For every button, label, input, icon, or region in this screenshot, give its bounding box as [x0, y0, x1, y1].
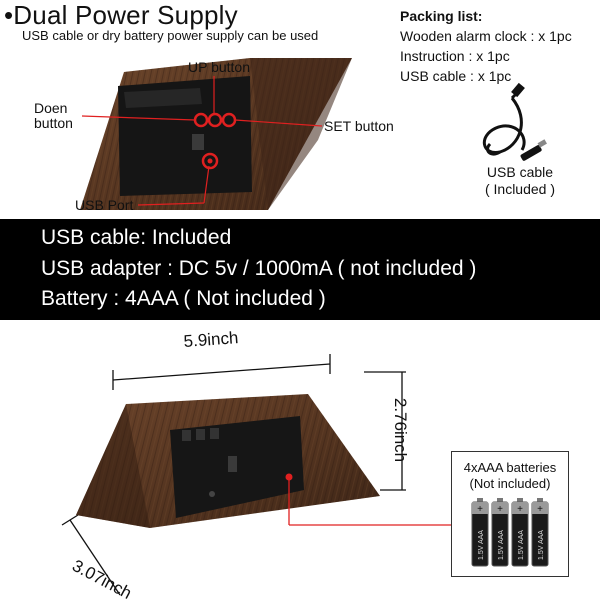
down-button-label: Doen button: [34, 100, 73, 131]
aaa-battery-cell: +1.5V AAA: [531, 498, 549, 567]
info-banner: USB cable: Included USB adapter : DC 5v …: [0, 219, 600, 320]
up-button-marker: [207, 112, 223, 128]
aaa-battery-cell: +1.5V AAA: [491, 498, 509, 567]
height-dimension-label: 2.76inch: [391, 397, 410, 463]
depth-dimension-line: [61, 514, 121, 596]
banner-line: Battery : 4AAA ( Not included ): [41, 287, 326, 310]
aaa-battery-cell: +1.5V AAA: [511, 498, 529, 567]
usb-port-marker: [201, 152, 219, 170]
aaa-battery-label: 1.5V AAA: [478, 530, 485, 560]
aaa-battery-label: 1.5V AAA: [498, 530, 505, 560]
set-button-label: SET button: [324, 118, 394, 134]
aaa-batteries-icon: +1.5V AAA+1.5V AAA+1.5V AAA+1.5V AAA: [471, 498, 549, 567]
height-dimension-line: [364, 371, 406, 491]
page-subtitle: USB cable or dry battery power supply ca…: [22, 28, 319, 43]
banner-line: USB cable: Included: [41, 226, 232, 249]
usb-cable-label: USB cable ( Included ): [484, 164, 556, 197]
aaa-battery-label: 1.5V AAA: [538, 530, 545, 560]
svg-text:+: +: [517, 504, 523, 515]
battery-title: 4xAAA batteries (Not included): [463, 460, 557, 491]
usb-port-label: USB Port: [75, 197, 134, 213]
clock-back-illustration: [80, 58, 547, 210]
aaa-battery-cell: +1.5V AAA: [471, 498, 489, 567]
width-dimension-label: 5.9inch: [183, 328, 240, 351]
packing-item: Instruction : x 1pc: [400, 48, 510, 64]
clock-dimension-illustration: [61, 354, 451, 596]
banner-line: USB adapter : DC 5v / 1000mA ( not inclu…: [41, 257, 477, 280]
packing-item: USB cable : x 1pc: [400, 68, 512, 84]
page-title: •Dual Power Supply: [4, 0, 238, 30]
svg-text:+: +: [477, 504, 483, 515]
packing-item: Wooden alarm clock : x 1pc: [400, 28, 572, 44]
battery-slot: [192, 134, 204, 150]
aaa-battery-label: 1.5V AAA: [518, 530, 525, 560]
width-dimension-line: [112, 354, 331, 390]
usb-cable-icon: [483, 90, 526, 156]
svg-text:+: +: [537, 504, 543, 515]
packing-list-heading: Packing list:: [400, 8, 483, 24]
packing-list: Packing list: Wooden alarm clock : x 1pc…: [400, 6, 572, 86]
battery-callout-box: 4xAAA batteries (Not included) +1.5V AAA…: [451, 451, 569, 577]
up-button-label: UP button: [188, 59, 251, 75]
svg-text:+: +: [497, 504, 503, 515]
